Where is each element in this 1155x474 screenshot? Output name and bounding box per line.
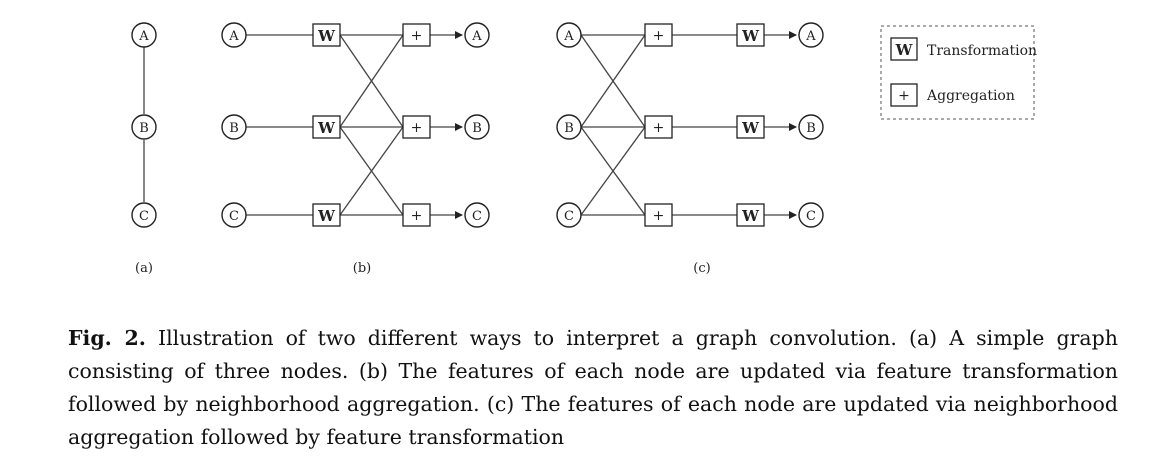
svg-text:B: B: [472, 121, 482, 136]
svg-text:B: B: [564, 121, 574, 136]
panel-a-label: (a): [135, 261, 153, 276]
svg-text:W: W: [317, 207, 336, 225]
svg-text:C: C: [806, 209, 816, 224]
transform-box: W: [736, 115, 765, 139]
svg-text:+: +: [411, 208, 423, 224]
node-a: A: [221, 22, 247, 48]
svg-text:W: W: [895, 41, 914, 59]
svg-text:B: B: [139, 121, 149, 136]
transform-box: W: [736, 203, 765, 227]
node-c: C: [131, 202, 157, 228]
panel-c-label: (c): [693, 261, 710, 276]
svg-text:C: C: [564, 209, 574, 224]
svg-text:W: W: [317, 119, 336, 137]
transform-box: W: [736, 23, 765, 47]
svg-text:C: C: [229, 209, 239, 224]
svg-text:A: A: [471, 29, 482, 44]
node-a: A: [556, 22, 582, 48]
svg-text:+: +: [898, 88, 910, 104]
node-b: B: [131, 114, 157, 140]
svg-text:A: A: [228, 29, 239, 44]
node-a: A: [798, 22, 824, 48]
panel-a: A B C (a): [131, 22, 157, 276]
figure-caption: Fig. 2. Illustration of two different wa…: [68, 322, 1118, 454]
aggregate-box: +: [402, 115, 431, 139]
caption-text: Illustration of two different ways to in…: [68, 326, 1118, 449]
svg-text:B: B: [806, 121, 816, 136]
svg-text:Aggregation: Aggregation: [926, 88, 1015, 104]
aggregate-box: +: [402, 203, 431, 227]
transform-box: W: [312, 115, 341, 139]
svg-text:W: W: [741, 27, 760, 45]
node-a: A: [131, 22, 157, 48]
svg-text:B: B: [229, 121, 239, 136]
svg-text:A: A: [563, 29, 574, 44]
transform-box: W: [312, 203, 341, 227]
aggregate-box: +: [644, 203, 673, 227]
svg-text:W: W: [317, 27, 336, 45]
svg-text:+: +: [411, 28, 423, 44]
node-b: B: [464, 114, 490, 140]
graph-convolution-figure: A B C (a) A: [131, 22, 1037, 276]
svg-text:C: C: [139, 209, 149, 224]
aggregate-box: +: [644, 115, 673, 139]
svg-text:+: +: [653, 120, 665, 136]
node-c: C: [221, 202, 247, 228]
node-b: B: [221, 114, 247, 140]
svg-text:+: +: [653, 208, 665, 224]
svg-text:+: +: [653, 28, 665, 44]
panel-c: A B C + + + W W: [556, 22, 824, 276]
node-b: B: [798, 114, 824, 140]
svg-text:C: C: [472, 209, 482, 224]
node-a: A: [464, 22, 490, 48]
svg-text:Transformation: Transformation: [927, 43, 1037, 59]
node-c: C: [464, 202, 490, 228]
aggregate-box: +: [402, 23, 431, 47]
legend-aggregation: + Aggregation: [890, 83, 1015, 107]
aggregate-box: +: [644, 23, 673, 47]
node-b: B: [556, 114, 582, 140]
svg-text:A: A: [138, 29, 149, 44]
legend-transformation: W Transformation: [890, 37, 1037, 61]
svg-text:W: W: [741, 119, 760, 137]
transform-box: W: [312, 23, 341, 47]
svg-text:+: +: [411, 120, 423, 136]
figure-label: Fig. 2.: [68, 326, 146, 350]
svg-text:A: A: [805, 29, 816, 44]
panel-b: A B C W W W + +: [221, 22, 490, 276]
node-c: C: [798, 202, 824, 228]
panel-b-label: (b): [353, 261, 371, 276]
node-c: C: [556, 202, 582, 228]
svg-text:W: W: [741, 207, 760, 225]
legend: W Transformation + Aggregation: [880, 25, 1037, 120]
